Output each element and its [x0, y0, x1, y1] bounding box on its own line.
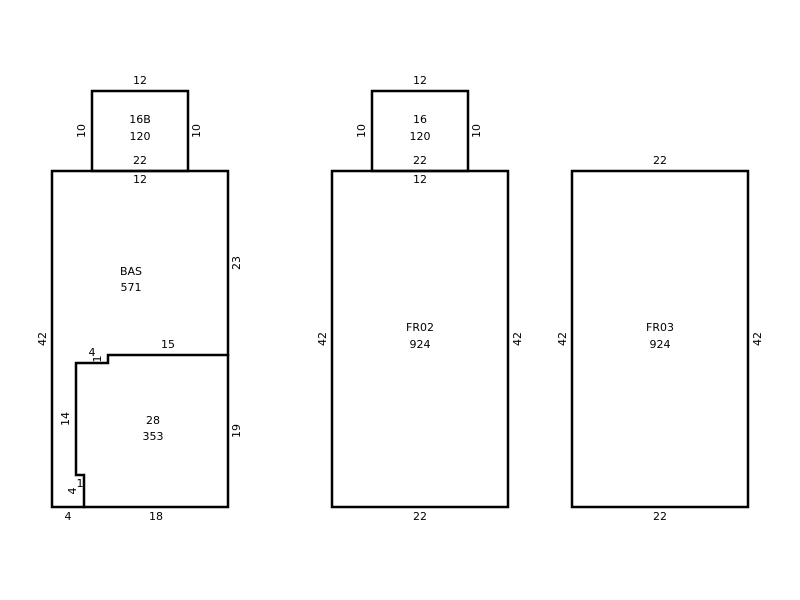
unit1-subarea-area: 353 — [143, 430, 164, 443]
unit2-main-left-dim: 42 — [316, 332, 329, 346]
unit1-main-area: 571 — [121, 281, 142, 294]
unit1-main-top-dim: 12 — [133, 173, 147, 186]
unit3-main-outline — [570, 169, 750, 509]
unit1-addition-top-dim: 12 — [133, 74, 147, 87]
unit2-addition-left-dim: 10 — [355, 124, 368, 138]
unit2-addition-bottom-dim: 22 — [413, 154, 427, 167]
unit2-addition-right-dim: 10 — [470, 124, 483, 138]
unit-2: 12 10 10 16 120 22 12 42 42 FR02 924 22 — [316, 74, 524, 523]
unit3-main-left-dim: 42 — [556, 332, 569, 346]
unit3-main-top-dim: 22 — [653, 154, 667, 167]
unit2-main-name: FR02 — [406, 321, 434, 334]
unit2-main-right-dim: 42 — [511, 332, 524, 346]
unit1-addition-area: 120 — [130, 130, 151, 143]
unit3-main-name: FR03 — [646, 321, 674, 334]
unit1-subarea-step-height-dim: 1 — [91, 356, 104, 363]
unit1-subarea-step-width-dim: 4 — [89, 346, 96, 359]
unit1-subarea-outline — [74, 353, 230, 509]
unit-1: 12 10 10 16B 120 22 12 23 42 BAS 571 4 1… — [36, 74, 243, 523]
unit1-subarea-notch-height-dim: 1 — [77, 477, 84, 490]
unit1-subarea-name: 28 — [146, 414, 160, 427]
unit2-addition-area: 120 — [410, 130, 431, 143]
unit1-bottom-left-dim: 4 — [65, 510, 72, 523]
unit3-main-right-dim: 42 — [751, 332, 764, 346]
unit1-subarea-left-dim: 14 — [59, 412, 72, 426]
unit2-addition-name: 16 — [413, 113, 427, 126]
unit1-subarea-notch-lower-dim: 4 — [66, 488, 79, 495]
unit1-main-name: BAS — [120, 265, 142, 278]
unit2-bottom-dim: 22 — [413, 510, 427, 523]
unit3-main-area: 924 — [650, 338, 671, 351]
unit3-bottom-dim: 22 — [653, 510, 667, 523]
unit-3: 22 42 42 FR03 924 22 — [556, 154, 764, 523]
unit1-bottom-dim: 18 — [149, 510, 163, 523]
unit1-addition-right-dim: 10 — [190, 124, 203, 138]
unit1-subarea-right-dim: 19 — [230, 424, 243, 438]
unit1-main-right-dim: 23 — [230, 256, 243, 270]
unit2-main-top-dim: 12 — [413, 173, 427, 186]
unit1-addition-left-dim: 10 — [75, 124, 88, 138]
unit1-subarea-top-dim: 15 — [161, 338, 175, 351]
unit2-main-outline — [330, 169, 510, 509]
unit1-addition-bottom-dim: 22 — [133, 154, 147, 167]
unit1-addition-name: 16B — [129, 113, 151, 126]
unit1-main-left-dim: 42 — [36, 332, 49, 346]
unit2-main-area: 924 — [410, 338, 431, 351]
unit2-addition-top-dim: 12 — [413, 74, 427, 87]
unit1-main-outline — [50, 169, 230, 509]
